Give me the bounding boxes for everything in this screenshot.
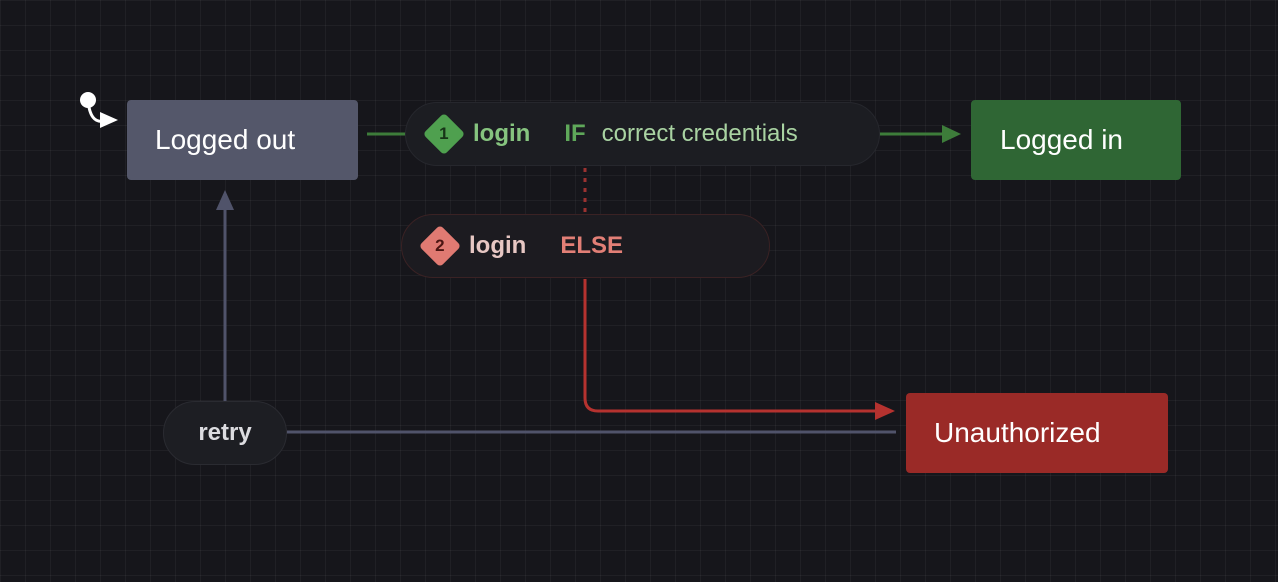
guard-order-badge-1: 1 — [422, 112, 466, 156]
arrowhead-unauthorized — [875, 402, 895, 420]
arrowhead-logged-out — [216, 190, 234, 210]
guard-order-badge-2: 2 — [418, 224, 462, 268]
event-label: login — [473, 120, 531, 147]
state-logged-out-label: Logged out — [155, 124, 296, 155]
guard-keyword: ELSE — [560, 232, 624, 259]
transition-login-else[interactable]: 2 login ELSE — [401, 214, 770, 278]
state-unauthorized-label: Unauthorized — [934, 417, 1101, 448]
state-logged-out[interactable]: Logged out — [127, 100, 358, 180]
guard-condition: correct credentials — [601, 120, 798, 147]
guard-order-number: 1 — [439, 124, 449, 143]
initial-state-arrow — [80, 92, 118, 128]
guard-keyword: IF — [564, 120, 586, 147]
arrowhead-logged-in — [942, 125, 961, 143]
edge-to-unauthorized — [583, 279, 876, 413]
event-label: retry — [198, 419, 252, 446]
event-label: login — [469, 232, 527, 259]
guard-order-number: 2 — [435, 236, 445, 255]
transition-login-if[interactable]: 1 login IF correct credentials — [405, 102, 880, 166]
state-unauthorized[interactable]: Unauthorized — [906, 393, 1168, 473]
state-logged-in[interactable]: Logged in — [971, 100, 1181, 180]
state-logged-in-label: Logged in — [1000, 124, 1124, 155]
transition-retry[interactable]: retry — [163, 401, 287, 465]
